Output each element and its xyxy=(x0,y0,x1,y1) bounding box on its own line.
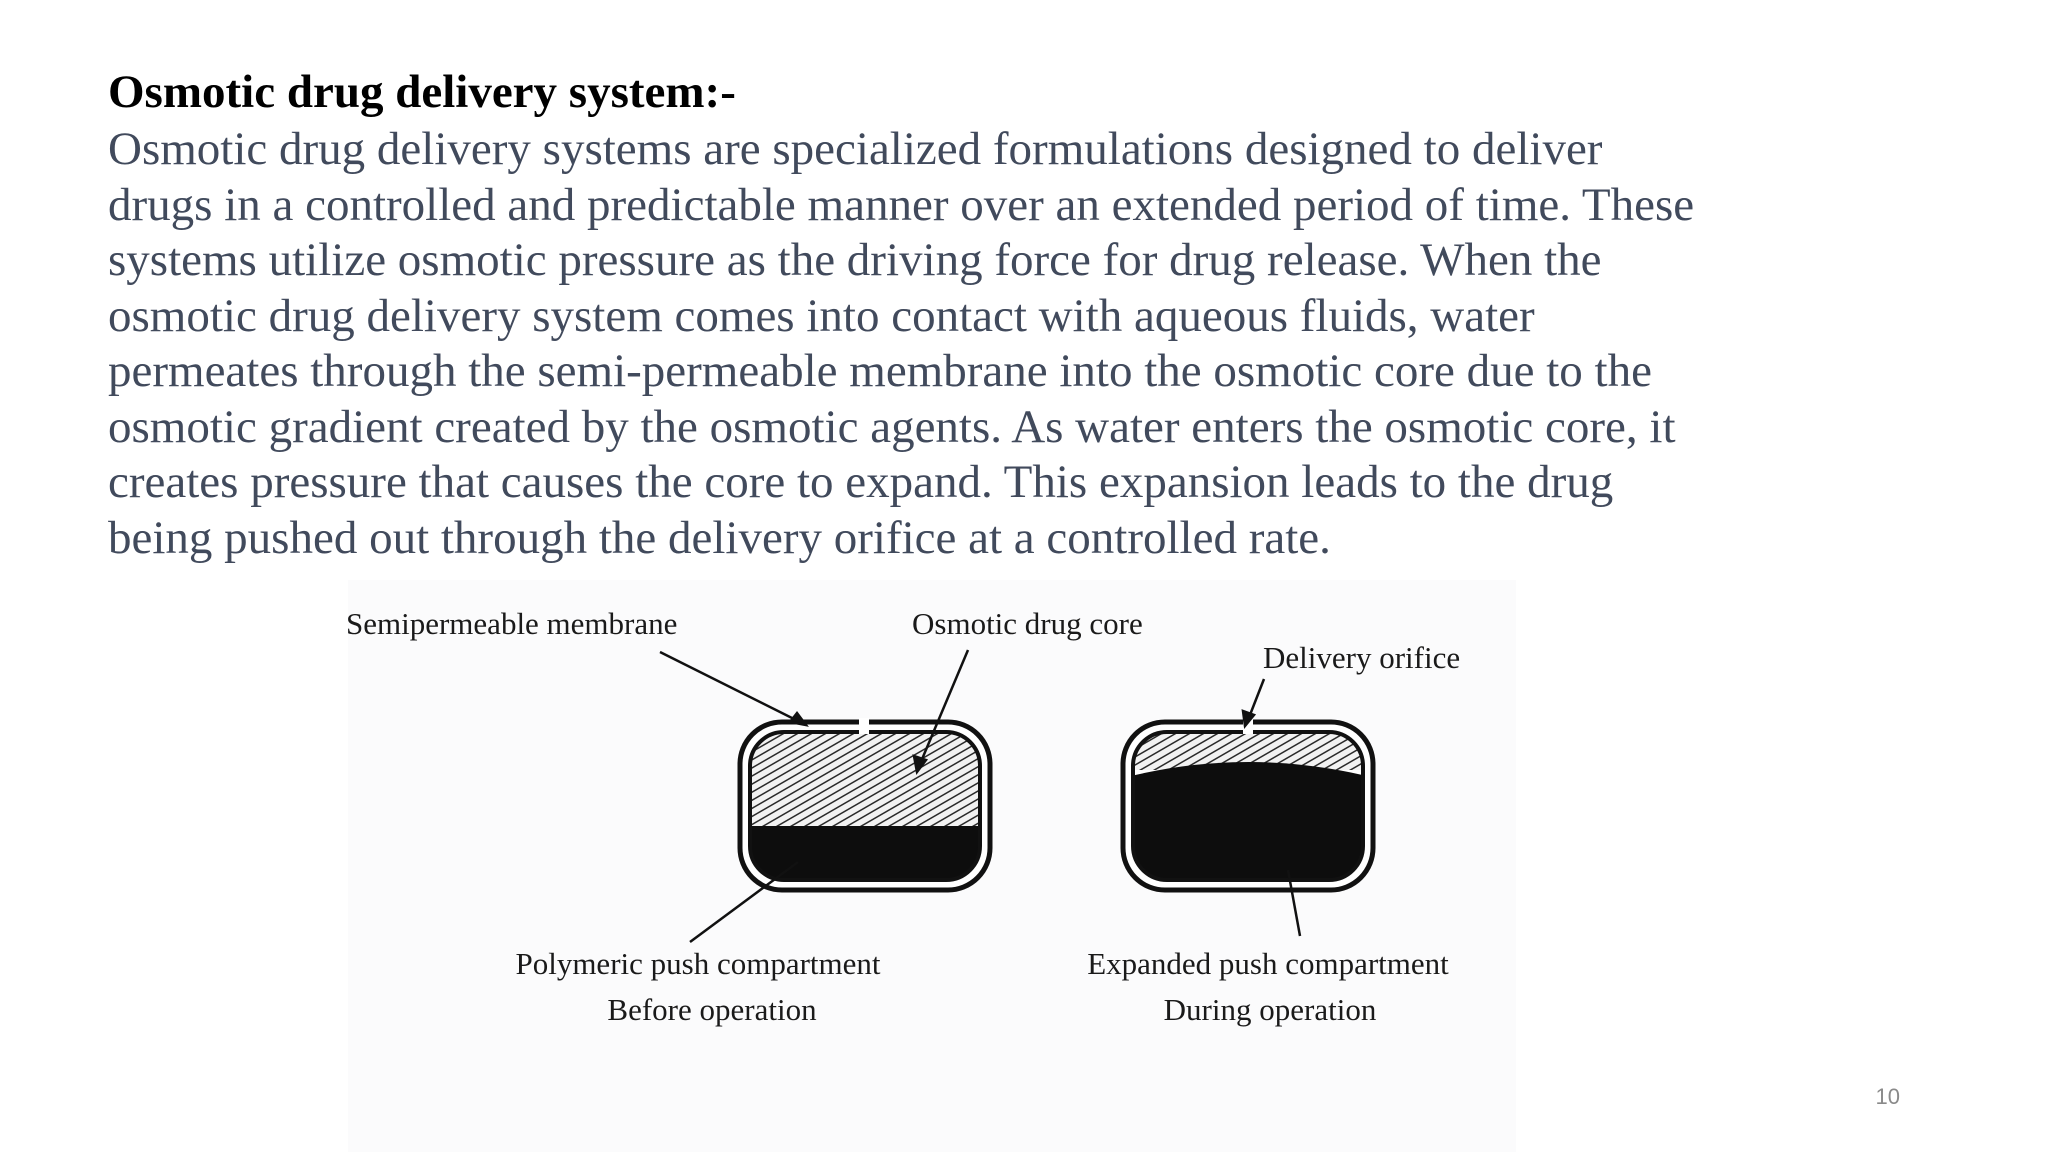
paragraph-line: osmotic drug delivery system comes into … xyxy=(108,289,1535,342)
push-pointer xyxy=(689,860,799,944)
label-semipermeable-membrane: Semipermeable membrane xyxy=(348,606,677,641)
osmotic-pump-diagram: Semipermeable membrane Osmotic drug core… xyxy=(348,580,1516,1152)
core-arrowhead xyxy=(912,754,929,776)
orifice-arrowhead xyxy=(1241,709,1257,730)
paragraph-line: Osmotic drug delivery systems are specia… xyxy=(108,123,1603,175)
membrane-pointer xyxy=(659,650,801,724)
paragraph-line: creates pressure that causes the core to… xyxy=(108,456,1614,508)
orifice-notch xyxy=(859,718,869,734)
core-pointer xyxy=(918,649,970,765)
label-polymeric-push-compartment: Polymeric push compartment xyxy=(515,946,880,981)
expanded-push-pointer xyxy=(1286,869,1302,937)
tablet-core xyxy=(1133,732,1363,880)
label-delivery-orifice: Delivery orifice xyxy=(1263,640,1460,675)
slide-title: Osmotic drug delivery system:- xyxy=(108,66,736,118)
page-number: 10 xyxy=(1875,1084,1900,1109)
tablet-during-operation xyxy=(1120,718,1376,893)
paragraph-line: permeates through the semi-permeable mem… xyxy=(108,345,1652,397)
paragraph-line: being pushed out through the delivery or… xyxy=(108,511,1331,564)
tablet-before-operation xyxy=(737,718,993,893)
paragraph-line: drugs in a controlled and predictable ma… xyxy=(108,178,1695,231)
orifice-notch xyxy=(1243,718,1253,734)
paragraph-line: systems utilize osmotic pressure as the … xyxy=(108,234,1602,286)
expanded-push-compartment xyxy=(1133,762,1363,880)
label-before-operation: Before operation xyxy=(607,992,817,1027)
diagram-svg: Semipermeable membrane Osmotic drug core… xyxy=(348,606,1460,1027)
push-compartment xyxy=(750,826,980,880)
label-during-operation: During operation xyxy=(1164,992,1377,1027)
pointer-lines xyxy=(659,649,1302,944)
label-expanded-push-compartment: Expanded push compartment xyxy=(1087,946,1449,981)
label-osmotic-drug-core: Osmotic drug core xyxy=(912,606,1143,641)
paragraph-line: osmotic gradient created by the osmotic … xyxy=(108,400,1676,453)
drug-core-hatched xyxy=(750,732,980,830)
tablet-core xyxy=(750,732,980,880)
text-block: Osmotic drug delivery system:- Osmotic d… xyxy=(108,62,1988,566)
membrane-arrowhead xyxy=(787,710,809,727)
